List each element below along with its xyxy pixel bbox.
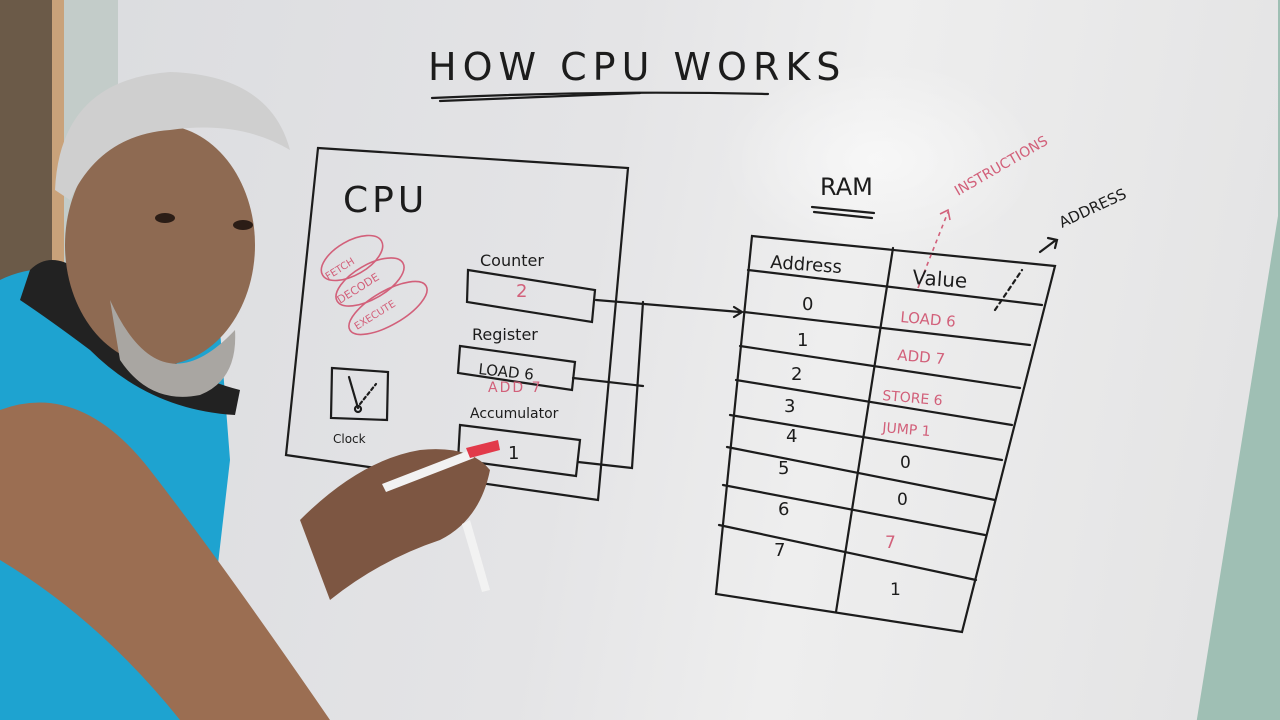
ram-address-3: 3 — [784, 396, 795, 417]
clock-box — [329, 366, 390, 422]
board-title: HOW CPU WORKS — [428, 45, 846, 89]
execute-ellipse — [348, 280, 428, 336]
ram-header-address: Address — [770, 252, 843, 278]
ram-address-1: 1 — [797, 330, 808, 351]
cpu-label: CPU — [343, 180, 428, 221]
ram-address-7: 7 — [774, 540, 785, 561]
ram-address-5: 5 — [778, 458, 789, 479]
ram-label: RAM — [820, 173, 873, 201]
instructions-annotation: INSTRUCTIONS — [952, 133, 1051, 199]
cpu-box — [284, 146, 630, 502]
accumulator-label: Accumulator — [470, 406, 559, 422]
fetch-ellipse — [320, 234, 384, 282]
ram-value-1: ADD 7 — [897, 346, 946, 368]
ram-value-3: JUMP 1 — [881, 420, 931, 440]
ram-value-4: 0 — [900, 453, 911, 473]
ram-value-6: 7 — [885, 533, 896, 553]
whiteboard — [118, 0, 1278, 720]
counter-box — [465, 268, 597, 324]
title-underline — [430, 91, 770, 100]
register-value: LOAD 6 — [478, 360, 535, 384]
beard — [110, 300, 236, 397]
counter-value: 2 — [516, 281, 527, 302]
register-next-value: ADD 7 — [488, 380, 543, 396]
head — [65, 125, 255, 365]
light-glare — [720, 60, 1040, 260]
clock-label: Clock — [333, 432, 366, 446]
ram-address-2: 2 — [791, 364, 802, 385]
ram-value-2: STORE 6 — [882, 388, 944, 409]
ram-address-6: 6 — [778, 499, 789, 520]
instructions-arrow — [917, 211, 949, 289]
decode-ellipse — [335, 257, 405, 307]
ram-address-4: 4 — [786, 426, 797, 447]
ram-value-0: LOAD 6 — [900, 308, 957, 331]
counter-label: Counter — [480, 251, 544, 270]
register-label: Register — [472, 325, 538, 344]
ram-value-7: 1 — [890, 580, 901, 600]
gray-hair — [55, 72, 290, 200]
address-annotation: ADDRESS — [1056, 185, 1129, 232]
ram-header-value: Value — [912, 265, 968, 293]
address-bus-arrow — [594, 298, 742, 314]
presenter — [0, 72, 500, 720]
accumulator-value: 1 — [508, 443, 519, 464]
red-marker — [466, 440, 500, 458]
register-box — [456, 344, 577, 392]
white-marker — [382, 450, 474, 492]
hand — [300, 449, 490, 600]
ram-address-0: 0 — [802, 294, 813, 315]
accumulator-box — [456, 423, 582, 478]
arm — [0, 402, 330, 720]
ram-value-5: 0 — [897, 490, 908, 510]
ram-table-outline — [714, 234, 1057, 634]
